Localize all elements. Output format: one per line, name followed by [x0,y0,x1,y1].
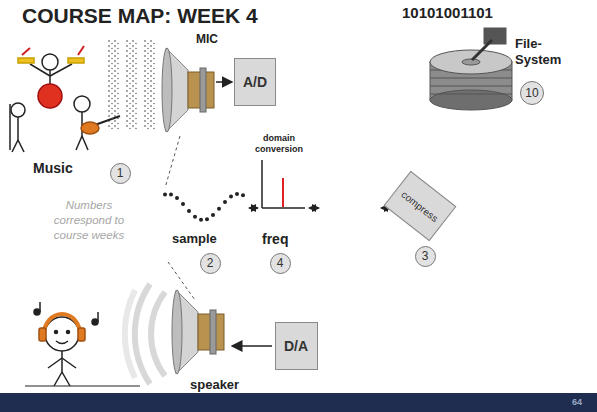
listener-figure [25,302,140,386]
node-text: 4 [277,256,284,270]
arrow [216,81,232,83]
dashed-line [168,262,195,300]
arrow [232,345,272,347]
dashed-line [165,136,180,188]
speaker-symbol [172,290,224,374]
binary-data: 10101001101 [402,4,493,21]
node-text: 1 [117,166,124,180]
stage-name: freq [262,231,288,247]
sample-dots [163,192,245,222]
slide-title: COURSE MAP: WEEK 4 [22,4,258,28]
footer-bar [0,393,597,412]
callout-number: 3 [415,246,436,267]
node-text: compress [400,188,441,223]
callout-number: 1 [110,163,131,184]
double-arrow [249,208,258,209]
callout-number: 2 [200,253,221,274]
node-text: 2 [207,256,214,270]
node-text: 10 [525,86,538,100]
stage-name: sample [172,231,217,246]
converter-box: D/A [275,322,318,370]
page-number: 64 [572,397,582,407]
part-name: speaker [190,377,239,392]
callout-number: 10 [520,81,544,105]
note: Numbers correspond to course weeks [44,198,134,243]
double-arrow [309,208,319,209]
microphone-speaker [162,48,214,132]
converter-box: A/D [234,58,276,106]
node-text: A/D [243,74,267,90]
band-figures [10,46,120,152]
sound-arcs [125,284,165,384]
node-text: D/A [284,338,308,354]
hard-drive [430,28,512,110]
part-name: Music [33,160,73,176]
callout-number: 4 [270,253,291,274]
part-name: MIC [196,32,218,46]
part-name: File- System [515,36,565,68]
compress-box: compress [384,171,457,241]
node-text: 3 [422,249,429,263]
stage-note: domain conversion [252,133,306,155]
sound-wave [108,40,156,130]
frequency-plot [262,160,305,208]
